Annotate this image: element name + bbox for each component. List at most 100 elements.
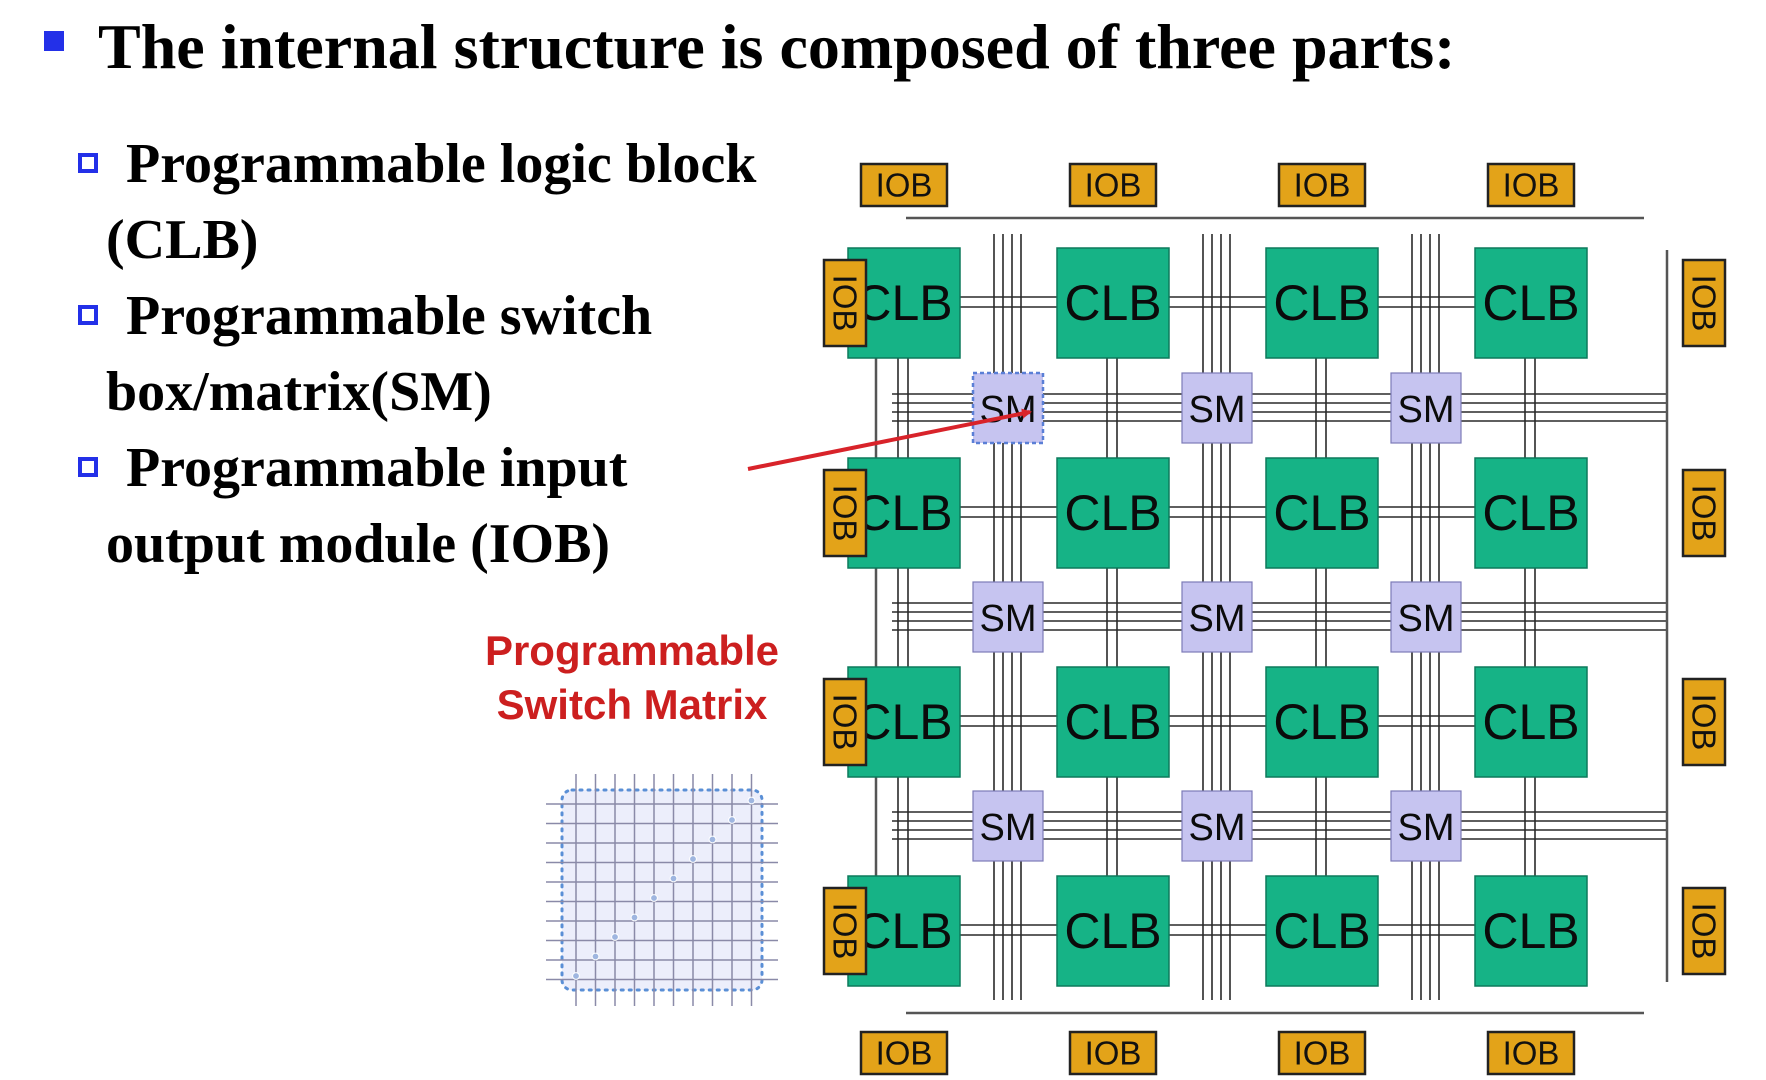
iob-block-body bbox=[1681, 468, 1727, 558]
clb-block: CLB bbox=[1474, 666, 1588, 778]
clb-block-body bbox=[1474, 457, 1588, 569]
iob-block: IOB bbox=[859, 162, 949, 208]
iob-label: IOB bbox=[1686, 903, 1723, 960]
iob-block: IOB bbox=[1681, 468, 1727, 558]
iob-block-body bbox=[1277, 162, 1367, 208]
hollow-square-bullet-icon bbox=[78, 457, 98, 477]
iob-block: IOB bbox=[822, 677, 868, 767]
switch-point-dot bbox=[669, 874, 678, 883]
sm-block: SM bbox=[1390, 581, 1462, 653]
iob-block: IOB bbox=[1277, 162, 1367, 208]
iob-block: IOB bbox=[1068, 1030, 1158, 1076]
clb-block: CLB bbox=[1474, 875, 1588, 987]
iob-label: IOB bbox=[876, 167, 933, 204]
switch-point-dot bbox=[728, 816, 736, 824]
iob-block-body bbox=[1277, 1030, 1367, 1076]
sm-block: SM bbox=[1390, 372, 1462, 444]
bullet-line-1: Programmable input bbox=[126, 437, 628, 499]
iob-block-body bbox=[859, 1030, 949, 1076]
iob-block-body bbox=[1068, 162, 1158, 208]
sm-block-body bbox=[972, 581, 1044, 653]
iob-block: IOB bbox=[822, 468, 868, 558]
clb-block: CLB bbox=[1056, 457, 1170, 569]
slide-title: The internal structure is composed of th… bbox=[44, 10, 1455, 84]
sm-block-body bbox=[1390, 581, 1462, 653]
clb-block-body bbox=[1056, 666, 1170, 778]
clb-label: CLB bbox=[855, 694, 952, 750]
clb-block-body bbox=[1265, 247, 1379, 359]
clb-block-body bbox=[1056, 247, 1170, 359]
hollow-square-bullet-icon bbox=[78, 153, 98, 173]
clb-label: CLB bbox=[855, 485, 952, 541]
bullet-line-2: (CLB) bbox=[106, 209, 259, 271]
sm-block-body bbox=[1390, 790, 1462, 862]
sm-block: SM bbox=[972, 790, 1044, 862]
clb-label: CLB bbox=[1064, 694, 1161, 750]
sm-label: SM bbox=[980, 807, 1037, 849]
clb-label: CLB bbox=[1482, 275, 1579, 331]
switch-matrix-label-line-1: Programmable bbox=[484, 627, 780, 674]
iob-block-body bbox=[1486, 162, 1576, 208]
iob-block-body bbox=[1486, 1030, 1576, 1076]
sm-label: SM bbox=[980, 389, 1037, 431]
sm-block-body bbox=[1181, 581, 1253, 653]
iob-block-body bbox=[1681, 258, 1727, 348]
switch-point-dot bbox=[591, 952, 600, 961]
iob-block: IOB bbox=[1277, 1030, 1367, 1076]
iob-label: IOB bbox=[1085, 167, 1142, 204]
iob-label: IOB bbox=[1686, 694, 1723, 751]
iob-label: IOB bbox=[1294, 167, 1351, 204]
iob-label: IOB bbox=[1686, 485, 1723, 542]
clb-block: CLB bbox=[1265, 457, 1379, 569]
switch-point-dot bbox=[650, 894, 658, 902]
iob-label: IOB bbox=[1686, 275, 1723, 332]
clb-label: CLB bbox=[1482, 694, 1579, 750]
bullet-line-1: Programmable switch bbox=[126, 285, 653, 347]
sm-block: SM bbox=[971, 371, 1045, 445]
clb-block: CLB bbox=[1056, 247, 1170, 359]
clb-block-body bbox=[1474, 666, 1588, 778]
clb-block-body bbox=[1265, 666, 1379, 778]
switch-point-dot bbox=[747, 796, 756, 805]
clb-block: CLB bbox=[1056, 666, 1170, 778]
iob-block-body bbox=[822, 886, 868, 976]
switch-point-dot bbox=[689, 855, 697, 863]
clb-label: CLB bbox=[1482, 903, 1579, 959]
sm-block-body bbox=[1181, 790, 1253, 862]
clb-block: CLB bbox=[1474, 247, 1588, 359]
sm-block: SM bbox=[1181, 581, 1253, 653]
iob-block-body bbox=[1068, 1030, 1158, 1076]
iob-label: IOB bbox=[1085, 1035, 1142, 1072]
bullet-item-sm: Programmable switch box/matrix(SM) bbox=[74, 278, 854, 430]
clb-block-body bbox=[1056, 457, 1170, 569]
clb-block: CLB bbox=[1474, 457, 1588, 569]
clb-block-body bbox=[1056, 875, 1170, 987]
sm-label: SM bbox=[1189, 598, 1246, 640]
bullet-item-clb: Programmable logic block (CLB) bbox=[74, 126, 854, 278]
switch-point-dot bbox=[611, 933, 619, 941]
iob-label: IOB bbox=[1503, 167, 1560, 204]
sm-block: SM bbox=[1181, 372, 1253, 444]
iob-block: IOB bbox=[1486, 162, 1576, 208]
sm-label: SM bbox=[1189, 389, 1246, 431]
sm-label: SM bbox=[980, 598, 1037, 640]
clb-label: CLB bbox=[1273, 485, 1370, 541]
clb-label: CLB bbox=[1273, 275, 1370, 331]
bullet-line-2: box/matrix(SM) bbox=[106, 361, 492, 423]
iob-block-body bbox=[1681, 886, 1727, 976]
sm-block: SM bbox=[1181, 790, 1253, 862]
sm-block-body bbox=[1390, 372, 1462, 444]
bullet-list: Programmable logic block (CLB) Programma… bbox=[74, 126, 854, 582]
clb-block: CLB bbox=[1265, 666, 1379, 778]
sm-block-body bbox=[972, 790, 1044, 862]
iob-block-body bbox=[822, 677, 868, 767]
iob-label: IOB bbox=[827, 903, 864, 960]
pointer-arrow-line bbox=[747, 408, 1032, 471]
switch-point-dot bbox=[630, 913, 639, 922]
sm-block: SM bbox=[1390, 790, 1462, 862]
bullet-item-iob: Programmable input output module (IOB) bbox=[74, 430, 854, 582]
bullet-line-2: output module (IOB) bbox=[106, 513, 611, 575]
iob-block-body bbox=[822, 468, 868, 558]
switch-point-dot bbox=[708, 835, 717, 844]
